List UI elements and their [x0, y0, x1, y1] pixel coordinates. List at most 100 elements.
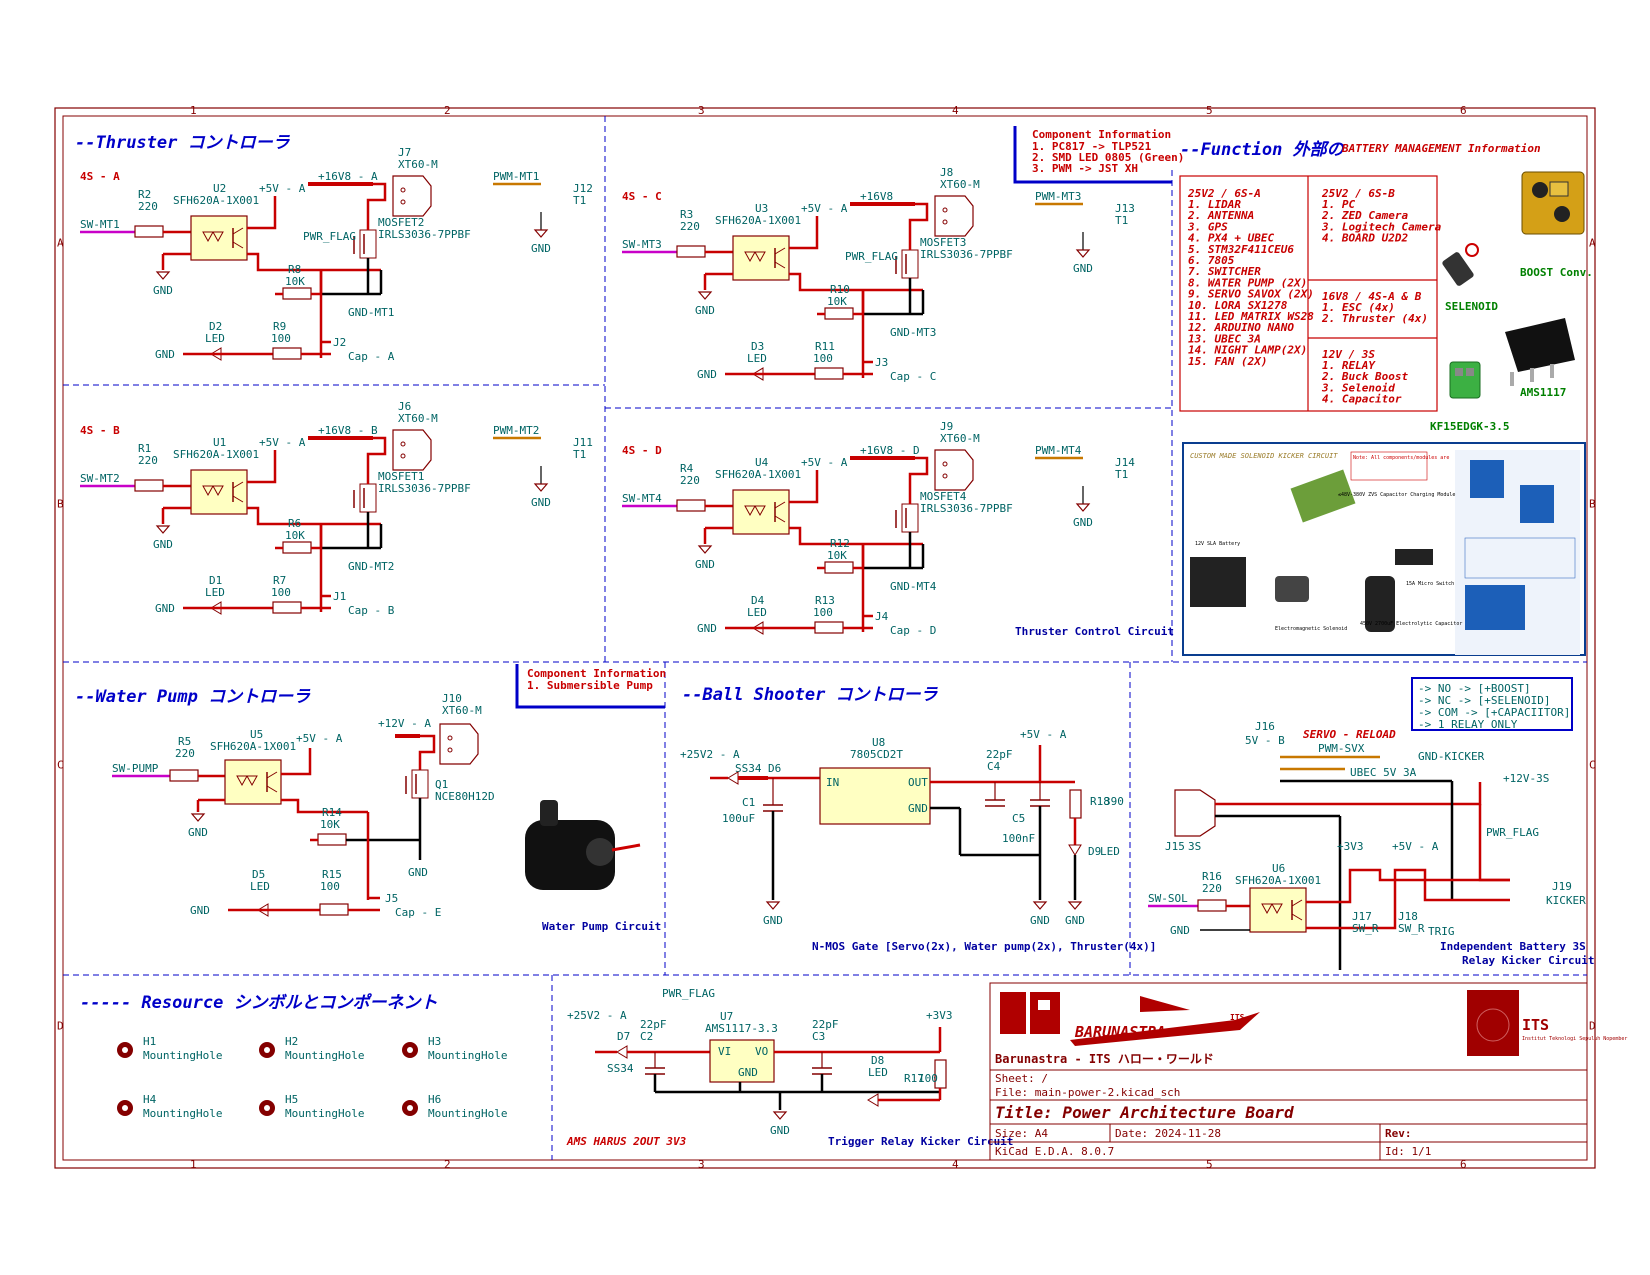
function-item: 6. 7805	[1188, 254, 1235, 267]
power-label: +16V8	[860, 190, 893, 203]
logo-text: BARUNASTRA	[1074, 1023, 1165, 1041]
diode-symbol	[1261, 903, 1273, 915]
revision: Rev:	[1385, 1127, 1412, 1140]
frame-row-label-left: B	[57, 498, 64, 511]
led-symbol	[867, 1093, 879, 1107]
power-label: +3V3	[926, 1009, 953, 1022]
ref: C1	[742, 796, 755, 809]
wire	[418, 734, 436, 770]
hole-ref: H5	[285, 1093, 298, 1106]
diode-symbol	[744, 505, 756, 517]
resistor	[282, 541, 312, 554]
supply-label: 4S - D	[622, 444, 662, 457]
frame-row-label-right: B	[1589, 498, 1596, 511]
frame-col-label-bottom: 2	[444, 1158, 451, 1171]
ams1117-circuit: PWR_FLAG+25V2 - AD7SS34C222pFU7AMS1117-3…	[566, 987, 1013, 1148]
gnd-label: GND	[695, 558, 715, 571]
ref: D5	[252, 868, 265, 881]
sheet-id: Id: 1/1	[1385, 1145, 1431, 1158]
wire	[908, 456, 929, 504]
hole-ref: H6	[428, 1093, 441, 1106]
ref: J8	[940, 166, 953, 179]
battery-management-subtitle: BATTERY MANAGEMENT Information	[1341, 142, 1541, 155]
xt60-pin	[400, 199, 406, 205]
function-item: 13. UBEC 3A	[1188, 332, 1261, 345]
gnd-label: GND	[1030, 914, 1050, 927]
function-item: 3. Selenoid	[1321, 381, 1395, 394]
value: 10K	[285, 275, 305, 288]
value: 10K	[285, 529, 305, 542]
servo-label: SERVO - RELOAD	[1303, 728, 1396, 741]
resistor	[814, 621, 844, 634]
pin-label: IN	[826, 776, 839, 789]
wire	[853, 544, 865, 570]
water-pump-image	[525, 800, 641, 890]
function-item: 5. STM32F411CEU6	[1188, 243, 1294, 256]
function-item: 14. NIGHT LAMP(2X)	[1188, 344, 1307, 357]
value: T1	[573, 194, 586, 207]
gnd-label: GND	[1073, 262, 1093, 275]
ref: U7	[720, 1010, 733, 1023]
mounting-hole-center	[407, 1047, 413, 1053]
frame-row-label-left: A	[57, 237, 64, 250]
frame-row-label-right: A	[1589, 237, 1596, 250]
ref: C5	[1012, 812, 1025, 825]
boost-conv-label: BOOST Conv.	[1520, 266, 1593, 279]
xt60-connector	[392, 429, 432, 471]
ref: U6	[1272, 862, 1285, 875]
hole-value: MountingHole	[143, 1049, 222, 1062]
function-col-title: 25V2 / 6S-B	[1321, 187, 1395, 200]
component-info-2: Component Information 1. Submersible Pum…	[515, 664, 666, 709]
gnd-symbol	[533, 229, 549, 238]
function-item: 15. FAN (2X)	[1188, 355, 1267, 368]
resistor	[134, 225, 164, 238]
pwm-net: PWM-MT1	[493, 170, 539, 183]
selenoid-image	[1442, 243, 1479, 286]
ref: J17	[1352, 910, 1372, 923]
value: SFH620A-1X001	[173, 194, 259, 207]
value: LED	[1100, 845, 1120, 858]
value: 220	[175, 747, 195, 760]
ref: R10	[830, 283, 850, 296]
value: 100	[813, 606, 833, 619]
hole-value: MountingHole	[143, 1107, 222, 1120]
transistor-symbol	[266, 785, 278, 793]
value: 220	[680, 220, 700, 233]
value: SFH620A-1X001	[210, 740, 296, 753]
gnd-label: GND	[531, 496, 551, 509]
relay-legend-box	[1411, 677, 1573, 731]
hole-ref: H2	[285, 1035, 298, 1048]
frame-row-label-right: C	[1589, 759, 1596, 772]
transistor-symbol	[774, 501, 786, 509]
value: SFH620A-1X001	[715, 214, 801, 227]
mosfet-symbol	[359, 229, 377, 259]
transistor-symbol	[774, 261, 786, 269]
logo-sub: ITS	[1230, 1013, 1245, 1022]
pin-label: VI	[718, 1045, 731, 1058]
resistor	[676, 499, 706, 512]
power-label: +16V8 - A	[318, 170, 378, 183]
ref: J12	[573, 182, 593, 195]
ref: J13	[1115, 202, 1135, 215]
supply-label: 4S - C	[622, 190, 662, 203]
gnd-label: GND	[153, 538, 173, 551]
mosfet-symbol	[411, 769, 429, 799]
diode-symbol	[212, 485, 224, 497]
gnd-label: GND	[697, 622, 717, 635]
wire	[1478, 804, 1510, 882]
gnd-label: GND	[763, 914, 783, 927]
gnd-net: GND-MT3	[890, 326, 936, 339]
function-item: 10. LORA SX1278	[1188, 299, 1288, 312]
gnd-label: GND	[155, 602, 175, 615]
frame-col-label-top: 2	[444, 104, 451, 117]
diode-symbol	[246, 775, 258, 787]
wire	[281, 798, 368, 814]
function-item: 2. ANTENNA	[1187, 209, 1254, 222]
diode-symbol	[744, 251, 756, 263]
value: 100	[271, 332, 291, 345]
gnd-symbol	[155, 271, 171, 280]
value: 100	[271, 586, 291, 599]
value: 10K	[320, 818, 340, 831]
component-info-2-item: 1. Submersible Pump	[527, 679, 653, 692]
